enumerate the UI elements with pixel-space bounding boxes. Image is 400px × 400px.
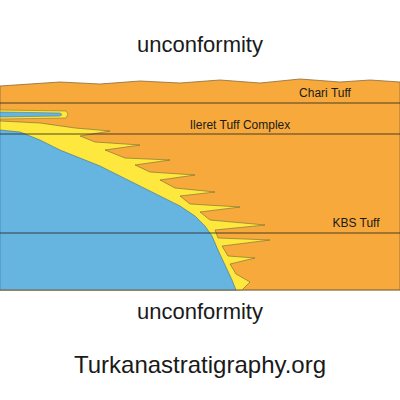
tuff-line — [0, 233, 400, 234]
tuff-label: Chari Tuff — [299, 87, 351, 101]
tuff-label: Ileret Tuff Complex — [190, 119, 291, 133]
tuff-line — [0, 103, 400, 104]
tuff-line — [0, 134, 400, 135]
watermark: Turkanastratigraphy.org — [74, 351, 326, 379]
blue-lens — [0, 112, 62, 117]
orange-formation — [0, 79, 400, 290]
blue-formation — [0, 130, 236, 290]
tuff-label: KBS Tuff — [332, 217, 379, 231]
yellow-lens — [0, 110, 68, 119]
unconformity-label: unconformity — [137, 32, 263, 57]
section-base — [0, 290, 400, 291]
yellow-interfingering — [0, 121, 270, 290]
unconformity-label: unconformity — [137, 299, 263, 324]
